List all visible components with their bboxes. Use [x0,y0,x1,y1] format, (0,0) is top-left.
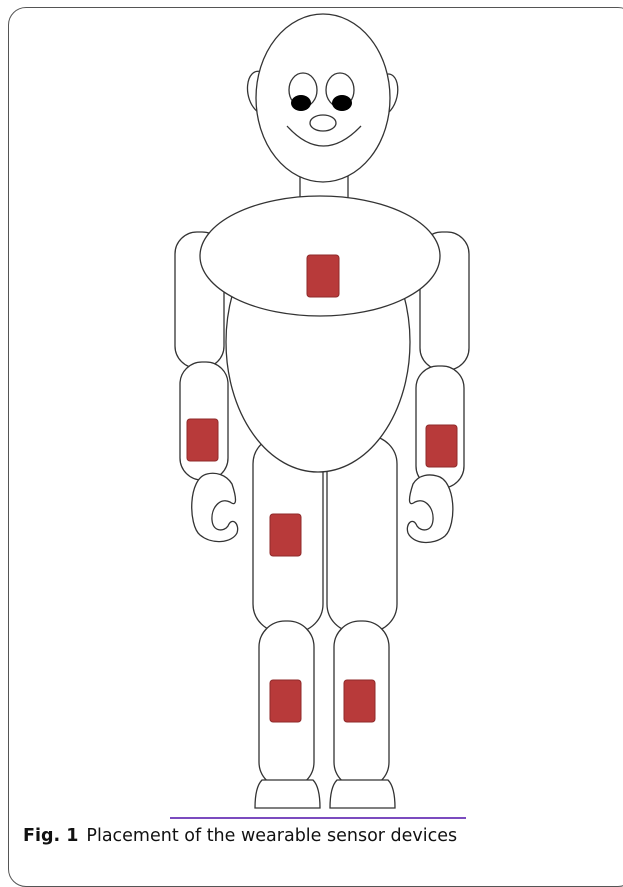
figure-caption: Fig. 1 Placement of the wearable sensor d… [23,826,457,846]
body-diagram [0,0,623,860]
figure-caption-text: Placement of the wearable sensor devices [86,826,457,846]
nose [310,115,336,131]
sensor-left-shin [344,680,375,722]
figure-label: Fig. 1 [23,826,78,846]
sensor-right-forearm [187,419,218,461]
right-foot [255,780,320,808]
sensor-right-shin [270,680,301,722]
sensor-chest [307,255,339,297]
right-pupil [291,95,311,111]
sensor-right-thigh [270,514,301,556]
right-hand [192,473,238,541]
sensor-left-forearm [426,425,457,467]
left-pupil [332,95,352,111]
head [256,14,390,182]
left-foot [330,780,395,808]
left-hand [407,475,453,543]
